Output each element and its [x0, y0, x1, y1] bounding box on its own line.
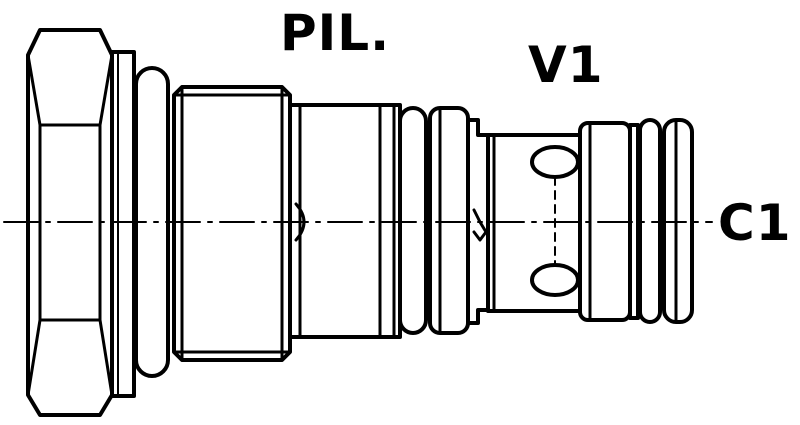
o-ring-pair — [398, 106, 470, 335]
orifice-notch — [472, 208, 488, 242]
c1-port-label: C1 — [718, 194, 792, 252]
pilot-port-label: PIL. — [280, 4, 391, 62]
threaded-body — [172, 85, 292, 362]
flange-washer — [110, 50, 136, 398]
v1-port-label: V1 — [528, 36, 604, 94]
hex-nut — [26, 28, 114, 417]
